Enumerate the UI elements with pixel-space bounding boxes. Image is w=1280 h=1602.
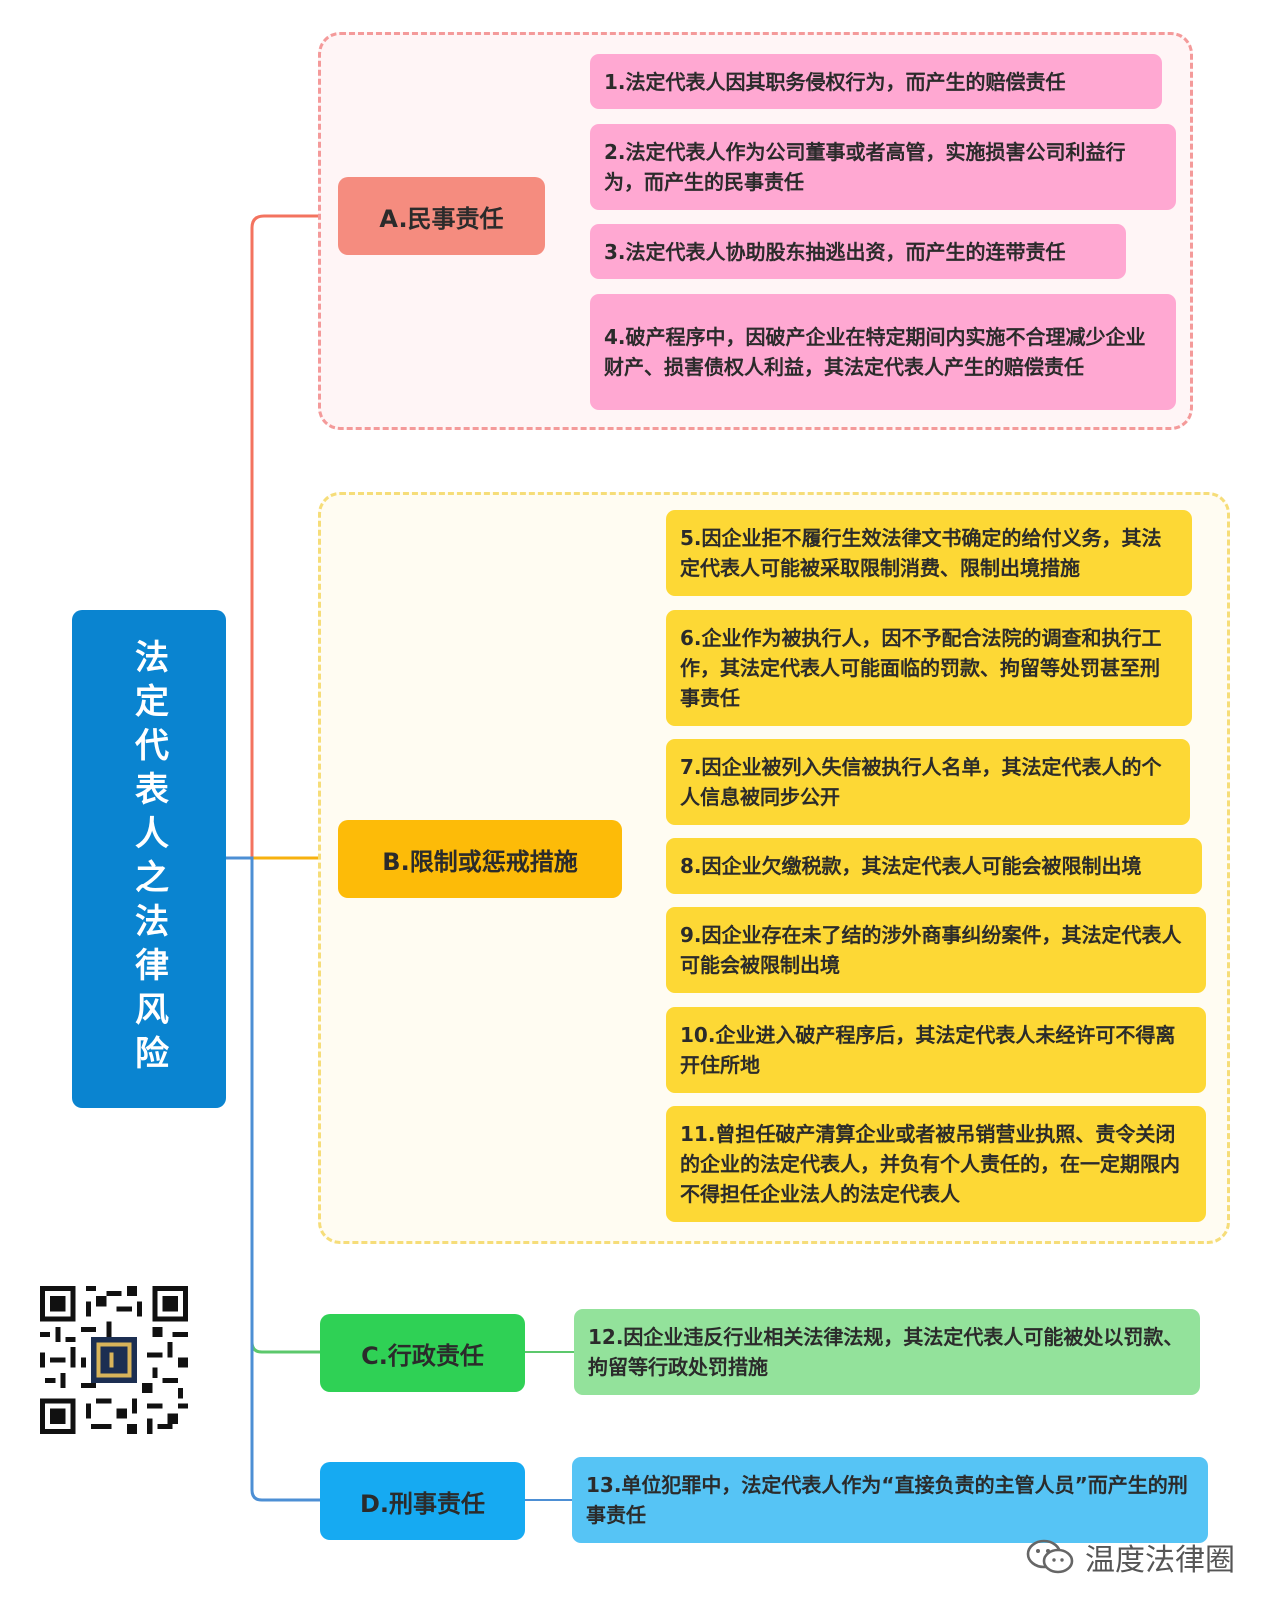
root-title: 法定代表人之法律风险 (72, 610, 226, 1108)
item-5: 5.因企业拒不履行生效法律文书确定的给付义务，其法定代表人可能被采取限制消费、限… (666, 510, 1192, 596)
item-4: 4.破产程序中，因破产企业在特定期间内实施不合理减少企业财产、损害债权人利益，其… (590, 294, 1176, 410)
item-6: 6.企业作为被执行人，因不予配合法院的调查和执行工作，其法定代表人可能面临的罚款… (666, 610, 1192, 726)
watermark-text: 温度法律圈 (1085, 1543, 1235, 1578)
item-1: 1.法定代表人因其职务侵权行为，而产生的赔偿责任 (590, 54, 1162, 109)
item-12: 12.因企业违反行业相关法律法规，其法定代表人可能被处以罚款、拘留等行政处罚措施 (574, 1309, 1200, 1395)
item-2: 2.法定代表人作为公司董事或者高管，实施损害公司利益行为，而产生的民事责任 (590, 124, 1176, 210)
item-9: 9.因企业存在未了结的涉外商事纠纷案件，其法定代表人可能会被限制出境 (666, 907, 1206, 993)
wechat-icon (1026, 1539, 1074, 1574)
item-13: 13.单位犯罪中，法定代表人作为“直接负责的主管人员”而产生的刑事责任 (572, 1457, 1208, 1543)
branch-civil-liability: A.民事责任 (338, 177, 545, 255)
qr-code-icon (40, 1286, 188, 1434)
item-3: 3.法定代表人协助股东抽逃出资，而产生的连带责任 (590, 224, 1126, 279)
item-8: 8.因企业欠缴税款，其法定代表人可能会被限制出境 (666, 838, 1202, 894)
branch-restriction-measures: B.限制或惩戒措施 (338, 820, 622, 898)
watermark: 温度法律圈 (1025, 1532, 1255, 1582)
branch-administrative-liability: C.行政责任 (320, 1314, 525, 1392)
item-11: 11.曾担任破产清算企业或者被吊销营业执照、责令关闭的企业的法定代表人，并负有个… (666, 1106, 1206, 1222)
item-7: 7.因企业被列入失信被执行人名单，其法定代表人的个人信息被同步公开 (666, 739, 1190, 825)
branch-criminal-liability: D.刑事责任 (320, 1462, 525, 1540)
item-10: 10.企业进入破产程序后，其法定代表人未经许可不得离开住所地 (666, 1007, 1206, 1093)
